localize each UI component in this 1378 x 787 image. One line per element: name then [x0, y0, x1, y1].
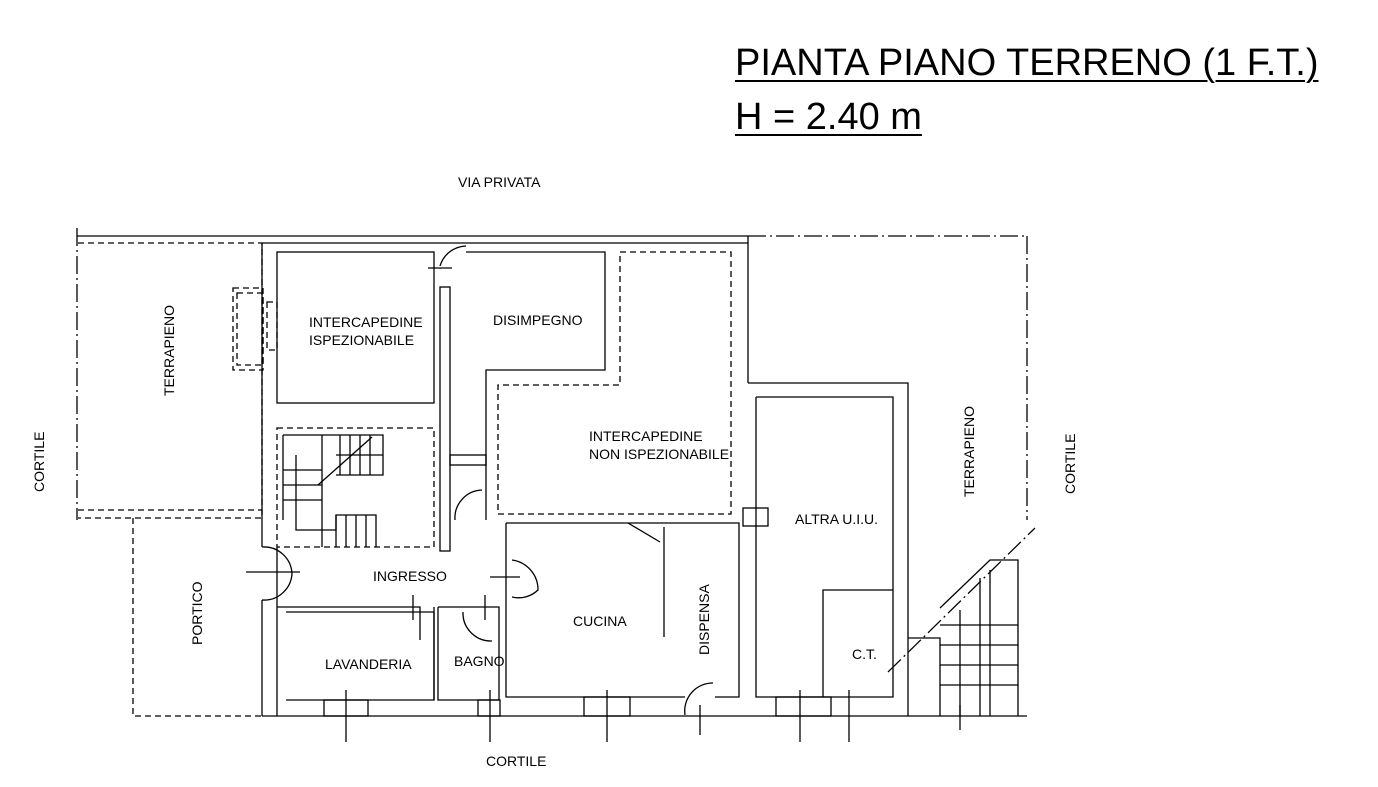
label-cucina: CUCINA	[573, 613, 627, 629]
label-disimpegno: DISIMPEGNO	[493, 312, 583, 328]
label-lavanderia: LAVANDERIA	[325, 656, 412, 672]
room-name: INTERCAPEDINE	[309, 314, 423, 330]
label-cortile-right: CORTILE	[1062, 433, 1078, 494]
label-terrapieno-right: TERRAPIENO	[961, 405, 977, 497]
label-cortile-bottom: CORTILE	[486, 753, 547, 769]
label-via-privata: VIA PRIVATA	[458, 174, 541, 190]
plan-title: PIANTA PIANO TERRENO (1 F.T.)	[735, 42, 1319, 84]
label-ct: C.T.	[852, 646, 877, 662]
external-staircase	[908, 559, 1019, 730]
label-altra-uiu: ALTRA U.I.U.	[795, 511, 878, 527]
room-name: NON ISPEZIONABILE	[589, 446, 730, 463]
label-portico: PORTICO	[189, 581, 205, 645]
label-intercapedine-isp: INTERCAPEDINE ISPEZIONABILE	[309, 313, 423, 349]
label-ingresso: INGRESSO	[373, 568, 447, 584]
label-cortile-left: CORTILE	[31, 431, 47, 492]
label-dispensa: DISPENSA	[696, 584, 712, 655]
plan-height: H = 2.40 m	[735, 96, 922, 138]
label-terrapieno-left: TERRAPIENO	[161, 304, 177, 396]
room-name: ISPEZIONABILE	[309, 332, 415, 349]
room-name: INTERCAPEDINE	[589, 428, 703, 444]
label-intercapedine-non: INTERCAPEDINE NON ISPEZIONABILE	[589, 427, 729, 463]
label-bagno: BAGNO	[454, 653, 505, 669]
staircase	[282, 434, 384, 547]
